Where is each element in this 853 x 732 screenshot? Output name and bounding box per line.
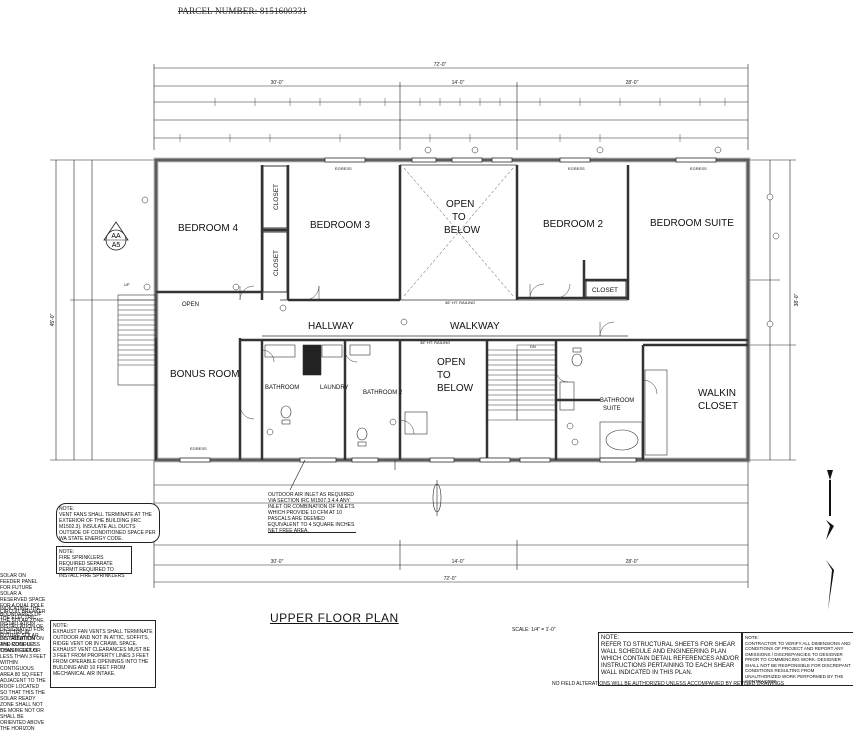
open-to-below-marks bbox=[403, 167, 514, 297]
note-footer: NO FIELD ALTERATIONS WILL BE AUTHORIZED … bbox=[552, 681, 785, 687]
windows-bottom bbox=[179, 457, 637, 463]
note-vent: NOTE: VENT FANS SHALL TERMINATE AT THE E… bbox=[56, 503, 160, 543]
left-stairs bbox=[117, 294, 157, 386]
room-walkway: WALKWAY bbox=[450, 321, 500, 332]
note-installation: INSTALLATION ON THE ROOF LESS THAN 5 FEE… bbox=[0, 636, 48, 732]
railing-label-1: 36" HT. RAILING bbox=[445, 300, 475, 305]
dim-bottom-3: 28'-0" bbox=[626, 559, 639, 565]
ceiling-fan-icon bbox=[432, 480, 442, 516]
bottom-dimensions bbox=[153, 460, 749, 588]
room-bedroom-3: BEDROOM 3 bbox=[310, 220, 370, 231]
windows-top bbox=[324, 157, 717, 163]
room-walkin-closet-a: WALKIN bbox=[698, 388, 736, 399]
dim-top-1: 30'-0" bbox=[271, 80, 284, 86]
room-bedroom-4: BEDROOM 4 bbox=[178, 223, 238, 234]
fixtures bbox=[264, 344, 668, 459]
room-bathroom-2: BATHROOM 2 bbox=[363, 390, 403, 396]
note-solar: SOLAR ON FEEDER PANEL FOR FUTURE SOLAR A… bbox=[0, 573, 47, 639]
railings bbox=[262, 164, 628, 337]
section-tag: AA A5 bbox=[103, 221, 129, 251]
top-dimension-text: 72'-0" 30'-0" 14'-0" 28'-0" bbox=[271, 62, 639, 86]
note-exhaust: NOTE: EXHAUST FAN VENTS SHALL TERMINATE … bbox=[50, 620, 156, 688]
room-bedroom-suite: BEDROOM SUITE bbox=[650, 218, 734, 229]
outdoor-air-leader bbox=[289, 459, 396, 491]
room-bathroom: BATHROOM bbox=[265, 385, 299, 391]
parcel-number: PARCEL NUMBER: 8151600331 bbox=[178, 6, 307, 16]
room-laundry: LAUNDRY bbox=[320, 385, 349, 391]
closet-label-c: CLOSET bbox=[592, 287, 618, 294]
annotation-labels: EGRESS EGRESS EGRESS EGRESS 36" HT. RAIL… bbox=[124, 166, 707, 451]
room-open-to-below-1c: BELOW bbox=[444, 225, 481, 236]
room-open: OPEN bbox=[182, 302, 199, 308]
closet-boxes bbox=[262, 165, 627, 298]
dim-overall-bottom: 72'-0" bbox=[444, 576, 457, 582]
dim-left-overall: 45'-0" bbox=[50, 313, 56, 326]
dim-right-overall: 38'-0" bbox=[794, 293, 800, 306]
note-solar-zone: INDICATING THE BOUNDARIES OF THE SOLAR Z… bbox=[0, 606, 47, 654]
egress-label-1: EGRESS bbox=[335, 166, 352, 171]
dim-bottom-1: 30'-0" bbox=[271, 559, 284, 565]
plan-scale: SCALE: 1/4" = 1'-0" bbox=[512, 627, 556, 633]
closet-label-b: CLOSET bbox=[273, 250, 280, 276]
top-dimensions bbox=[153, 64, 749, 150]
note-sprinkler: NOTE: FIRE SPRINKLERS REQUIRED SEPARATE … bbox=[56, 546, 132, 579]
room-bedroom-2: BEDROOM 2 bbox=[543, 219, 603, 230]
room-open-to-below-2b: TO bbox=[437, 370, 451, 381]
callout-tags bbox=[141, 146, 780, 446]
room-walkin-closet-b: CLOSET bbox=[698, 401, 738, 412]
room-hallway: HALLWAY bbox=[308, 321, 354, 332]
room-open-to-below-2c: BELOW bbox=[437, 383, 474, 394]
bottom-dimension-text: 30'-0" 14'-0" 28'-0" 72'-0" bbox=[271, 559, 639, 582]
railing-label-2: 36" HT. RAILING bbox=[420, 340, 450, 345]
section-tag-top: AA bbox=[111, 233, 121, 240]
room-open-to-below-2a: OPEN bbox=[437, 357, 465, 368]
room-labels: BEDROOM 4 BEDROOM 3 OPEN TO BELOW BEDROO… bbox=[170, 199, 738, 412]
floor-plan-drawing: 72'-0" 30'-0" 14'-0" 28'-0" 45'-0" 38'-0… bbox=[50, 62, 834, 610]
north-arrow-icon bbox=[826, 470, 834, 610]
room-open-to-below-1a: OPEN bbox=[446, 199, 474, 210]
egress-label-3: EGRESS bbox=[690, 166, 707, 171]
egress-label-2: EGRESS bbox=[568, 166, 585, 171]
dn-label: DN bbox=[530, 344, 536, 349]
plan-title: UPPER FLOOR PLAN bbox=[270, 611, 399, 625]
section-tag-bottom: A5 bbox=[112, 242, 121, 249]
room-bathroom-suite-a: BATHROOM bbox=[600, 398, 634, 404]
room-labels-small: OPEN BATHROOM LAUNDRY BATHROOM 2 BATHROO… bbox=[182, 302, 634, 412]
note-outdoor-air: OUTDOOR AIR INLET AS REQUIRED VIA SECTIO… bbox=[268, 492, 356, 534]
closet-label-a: CLOSET bbox=[273, 184, 280, 210]
note-contractor: NOTE: CONTRACTOR TO VERIFY ALL DIMENSION… bbox=[742, 632, 853, 686]
dim-overall-top: 72'-0" bbox=[434, 62, 447, 68]
interior-stairs bbox=[486, 344, 557, 421]
dim-top-3: 28'-0" bbox=[626, 80, 639, 86]
room-bathroom-suite-b: SUITE bbox=[603, 406, 621, 412]
closet-labels: CLOSET CLOSET CLOSET bbox=[273, 184, 618, 294]
right-dimensions bbox=[748, 159, 796, 461]
note-structural: NOTE: REFER TO STRUCTURAL SHEETS FOR SHE… bbox=[598, 632, 742, 686]
egress-label-4: EGRESS bbox=[190, 446, 207, 451]
up-label: UP bbox=[124, 282, 130, 287]
dim-bottom-2: 14'-0" bbox=[452, 559, 465, 565]
dim-top-2: 14'-0" bbox=[452, 80, 465, 86]
room-open-to-below-1b: TO bbox=[452, 212, 466, 223]
room-bonus: BONUS ROOM bbox=[170, 369, 239, 380]
